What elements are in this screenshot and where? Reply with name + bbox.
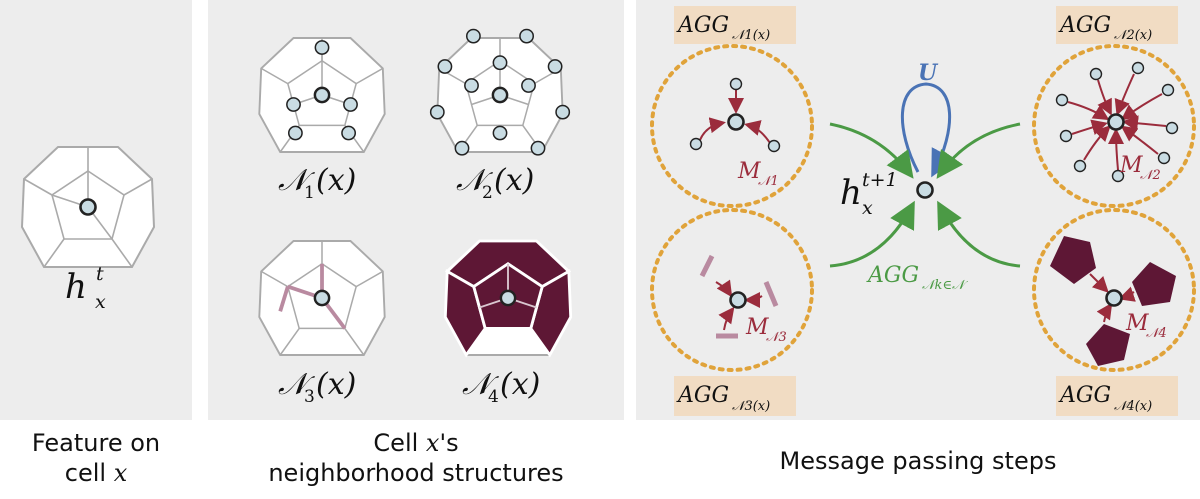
caption-feature-line2: cell x <box>64 459 128 487</box>
feature-label-sup: t <box>96 263 104 285</box>
agg-label-2: AGG 𝒩2(x) <box>1056 6 1178 44</box>
caption-neighborhoods-line1: Cell x's <box>373 429 459 457</box>
circle2-messages <box>1055 61 1179 183</box>
svg-text:(x): (x) <box>316 367 356 402</box>
caption-feature-line1: Feature on <box>31 429 161 457</box>
svg-text:𝒩4: 𝒩4 <box>1146 326 1167 341</box>
label-m2: M 𝒩2 <box>1119 153 1161 183</box>
svg-text:𝒩1: 𝒩1 <box>758 174 779 189</box>
agg-label-4: AGG 𝒩4(x) <box>1056 376 1178 416</box>
feature-cell <box>21 146 155 268</box>
cell-n3 <box>258 240 386 356</box>
svg-text:t+1: t+1 <box>862 169 898 191</box>
svg-text:M: M <box>737 159 761 184</box>
label-m1: M 𝒩1 <box>737 159 779 189</box>
svg-text:AGG: AGG <box>676 13 729 38</box>
svg-text:M: M <box>745 315 769 340</box>
cell-n4 <box>443 239 573 358</box>
output-label: h t+1 x <box>840 169 898 219</box>
caption-neighborhoods-line2: neighborhood structures <box>268 459 564 487</box>
label-m3: M 𝒩3 <box>745 315 787 345</box>
agg-all-label: AGG 𝒩k∈𝒩 <box>866 263 969 293</box>
feature-label-sub: x <box>95 291 106 313</box>
caption-message: Message passing steps <box>779 447 1057 475</box>
agg-label-3: AGG 𝒩3(x) <box>674 376 796 416</box>
svg-text:M: M <box>1119 153 1143 178</box>
svg-text:1: 1 <box>304 183 315 203</box>
label-n4: 𝒩 4 (x) <box>462 367 540 407</box>
agg-circle-4 <box>1032 208 1196 372</box>
svg-text:𝒩3: 𝒩3 <box>766 330 787 345</box>
svg-text:(x): (x) <box>316 163 356 198</box>
svg-text:𝒩1(x): 𝒩1(x) <box>732 28 770 43</box>
svg-text:AGG: AGG <box>866 263 919 288</box>
aggregation-arrows <box>829 122 1021 268</box>
agg-label-1: AGG 𝒩1(x) <box>674 6 796 44</box>
label-m4: M 𝒩4 <box>1125 311 1167 341</box>
caption-feature: Feature on cell x <box>0 428 192 488</box>
label-n1: 𝒩 1 (x) <box>278 163 356 203</box>
svg-text:𝒩3(x): 𝒩3(x) <box>732 399 770 414</box>
svg-text:𝒩4(x): 𝒩4(x) <box>1114 399 1152 414</box>
update-loop <box>901 82 956 178</box>
cell-n2 <box>429 28 571 156</box>
caption-neighborhoods: Cell x's neighborhood structures <box>208 428 624 488</box>
svg-text:h: h <box>840 173 862 213</box>
svg-text:AGG: AGG <box>1058 383 1111 408</box>
svg-text:x: x <box>862 197 873 219</box>
label-n2: 𝒩 2 (x) <box>456 163 534 203</box>
agg-circle-3 <box>650 208 814 372</box>
label-n3: 𝒩 3 (x) <box>278 367 356 407</box>
agg-circle-2 <box>1032 44 1196 208</box>
circle1-messages <box>689 77 781 153</box>
cell-n1 <box>258 37 386 153</box>
diagram-canvas: h t x <box>21 6 1196 416</box>
feature-label: h <box>65 267 87 307</box>
svg-text:4: 4 <box>488 387 499 407</box>
svg-text:M: M <box>1125 311 1149 336</box>
svg-text:2: 2 <box>482 183 493 203</box>
svg-text:(x): (x) <box>500 367 540 402</box>
output-node <box>916 181 934 199</box>
circle3-messages <box>699 254 779 339</box>
svg-text:𝒩2(x): 𝒩2(x) <box>1114 28 1152 43</box>
svg-text:3: 3 <box>304 387 315 407</box>
svg-text:𝒩k∈𝒩: 𝒩k∈𝒩 <box>922 278 969 293</box>
svg-text:(x): (x) <box>494 163 534 198</box>
svg-text:𝒩2: 𝒩2 <box>1140 168 1161 183</box>
update-label: U <box>918 60 939 86</box>
agg-circle-1 <box>650 44 814 208</box>
svg-text:AGG: AGG <box>1058 13 1111 38</box>
svg-text:AGG: AGG <box>676 383 729 408</box>
circle4-messages <box>1050 236 1176 366</box>
